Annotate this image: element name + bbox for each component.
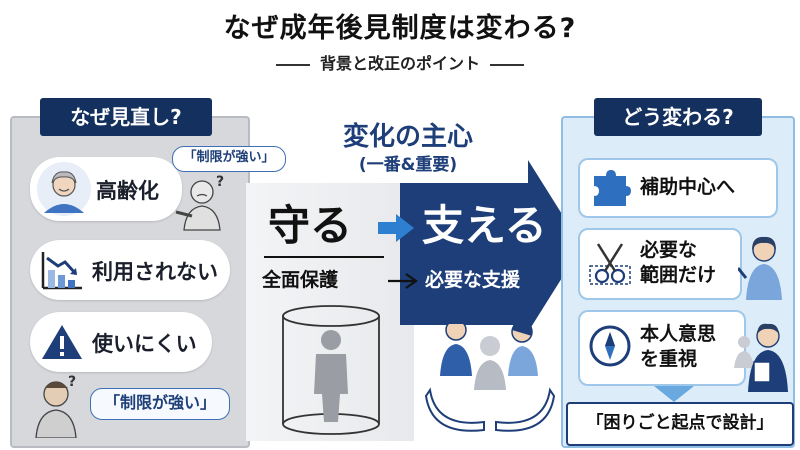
woman-pointing-icon [738,236,782,300]
man-with-clipboard-icon [734,323,788,392]
page-subtitle: 背景と改正のポイント [0,50,800,74]
right-item-scope: 必要な 範囲だけ [578,228,742,300]
svg-text:?: ? [216,174,224,190]
right-item-will: 本人意思 を重視 [578,310,746,386]
left-item-unused: 利用されない [30,240,230,300]
divider-line [264,256,384,258]
page-title: なぜ成年後見制度は変わる? [223,13,577,44]
left-item-aging: 高齢化 [30,157,182,221]
center-title: 変化の主心 [342,122,473,152]
compass-icon [589,325,631,367]
down-arrow-icon [654,386,694,402]
confused-person-icon: ? [175,174,224,231]
before-keyword: 守る [268,201,353,250]
speech-bubble-bottom: 「制限が強い」 [90,388,230,420]
big-arrow-shape [400,160,582,332]
right-panel-tag: どう変わる? [594,98,762,136]
thinking-person-icon: ? [35,374,77,438]
bottom-conclusion: 「困りごと起点で設計」 [566,402,794,446]
after-phrase: 必要な支援 [425,269,521,291]
puzzle-icon [594,170,631,206]
after-keyword: 支える [422,201,547,250]
left-item-label: 使いにくい [92,332,197,356]
right-item-label: 必要な 範囲だけ [640,239,717,286]
protected-person-icon [282,305,380,435]
right-item-label: 補助中心へ [640,176,736,198]
small-arrow-icon [388,273,418,289]
left-item-label: 高齢化 [96,179,159,203]
scissors-icon [589,243,631,285]
speech-bubble-top: 「制限が強い」 [172,146,286,172]
warning-icon [42,325,82,359]
supported-people-icon [424,319,556,432]
elderly-person-icon [37,162,91,216]
center-subtitle: (一番&重要) [358,155,458,175]
chart-down-icon [41,252,82,290]
right-item-assistance: 補助中心へ [578,158,778,218]
left-panel-tag: なぜ見直し? [40,98,212,136]
left-item-label: 利用されない [92,260,218,284]
before-phrase: 全面保護 [262,269,339,291]
left-item-hard-to-use: 使いにくい [30,312,212,372]
right-item-label: 本人意思 を重視 [640,323,717,370]
svg-text:?: ? [68,374,76,390]
arrow-right-icon [378,214,414,242]
